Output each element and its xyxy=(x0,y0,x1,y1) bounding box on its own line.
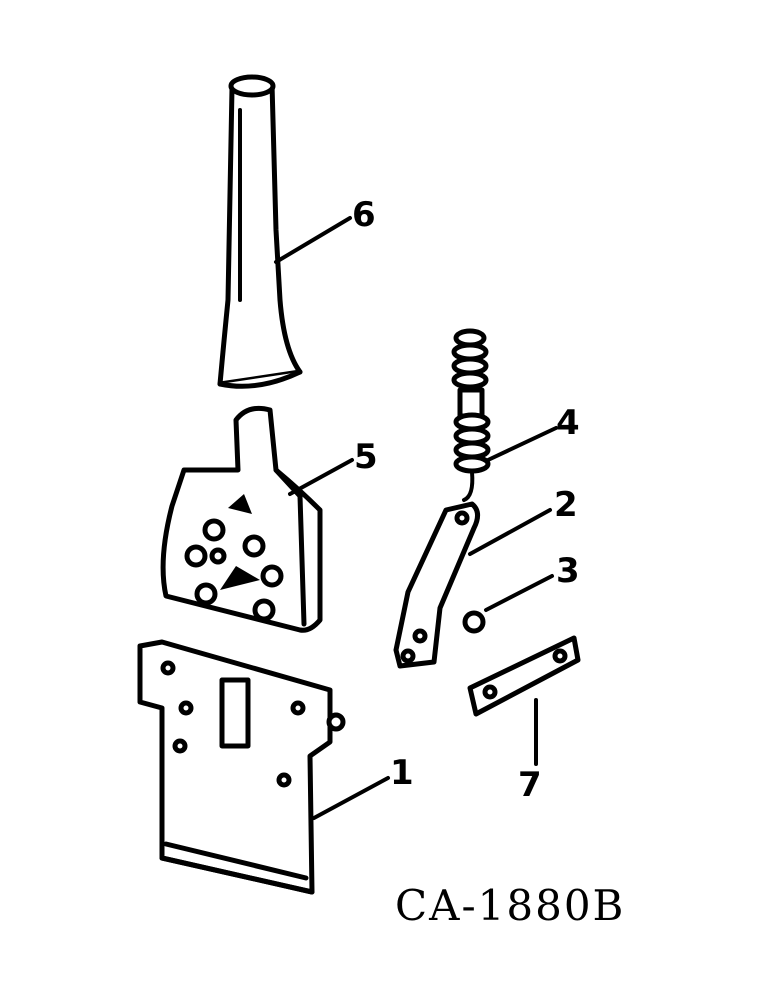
part-1-plate xyxy=(137,639,346,895)
callout-2: 2 xyxy=(554,485,578,525)
part-5-housing xyxy=(160,405,323,633)
part-2-arm xyxy=(393,501,480,669)
leader-1 xyxy=(312,776,390,820)
leader-6 xyxy=(274,216,352,264)
part-6-tube xyxy=(217,74,303,389)
callout-3: 3 xyxy=(556,551,580,591)
leader-5 xyxy=(288,458,354,496)
part-4-spring xyxy=(451,328,491,502)
callout-4: 4 xyxy=(556,403,580,443)
callout-1: 1 xyxy=(390,753,414,793)
leader-3 xyxy=(484,574,554,612)
leader-4 xyxy=(486,426,558,462)
drawing-reference-code: CA-1880B xyxy=(395,881,626,930)
callout-7: 7 xyxy=(518,765,542,805)
callout-5: 5 xyxy=(354,437,378,477)
callout-6: 6 xyxy=(352,195,376,235)
part-7-strap xyxy=(467,635,581,717)
part-3-nut xyxy=(462,610,486,634)
leader-2 xyxy=(468,508,552,556)
